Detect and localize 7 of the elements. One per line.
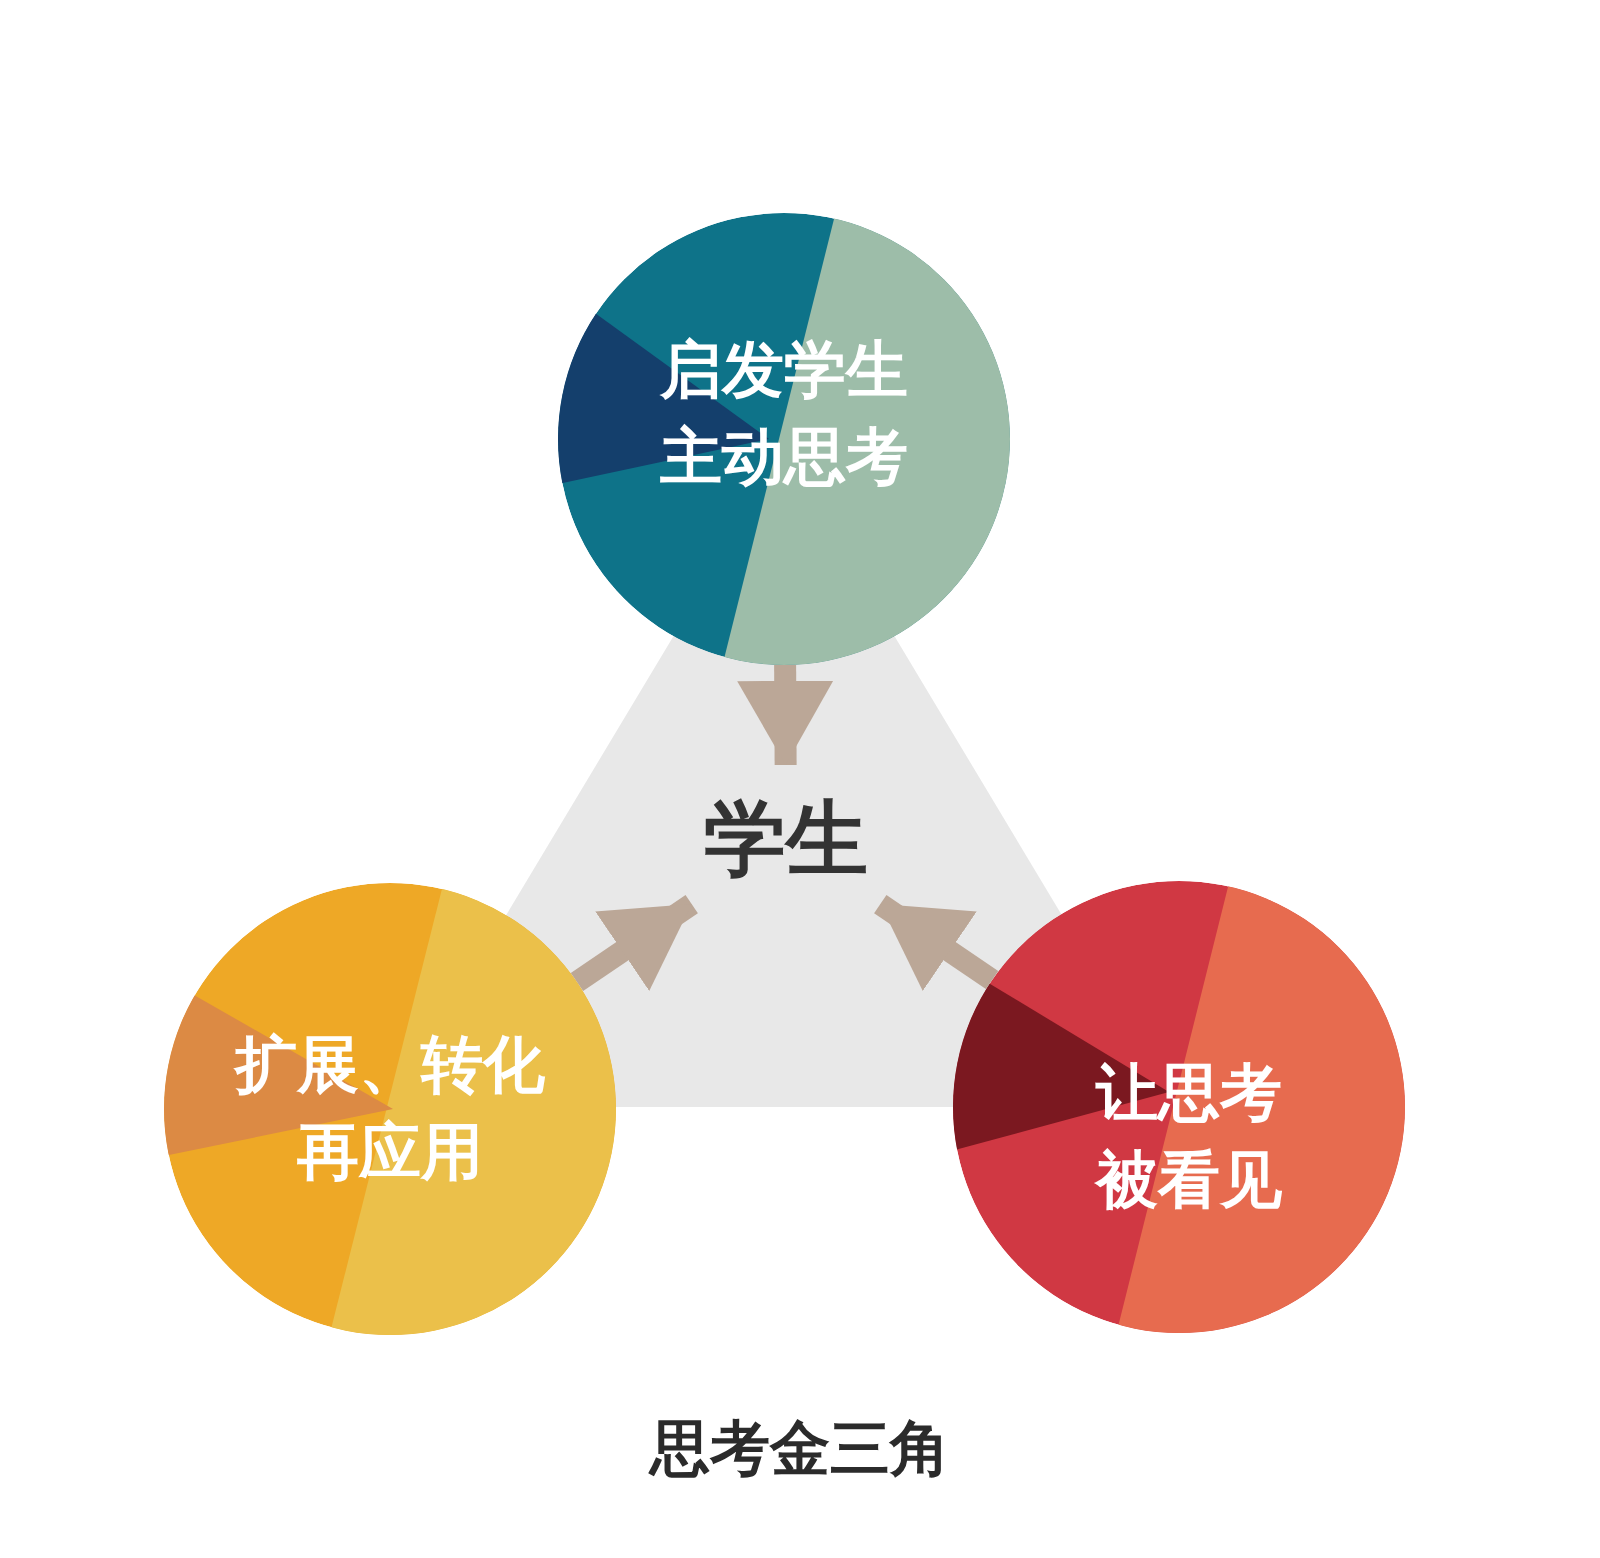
arrow — [874, 894, 999, 991]
circle-label: 扩展、转化再应用 — [232, 1027, 546, 1190]
arrow — [570, 894, 698, 992]
center-label: 学生 — [704, 790, 868, 888]
caption: 思考金三角 — [647, 1412, 951, 1484]
arrow — [737, 664, 834, 766]
circle-label: 让思考被看见 — [1093, 1055, 1283, 1218]
